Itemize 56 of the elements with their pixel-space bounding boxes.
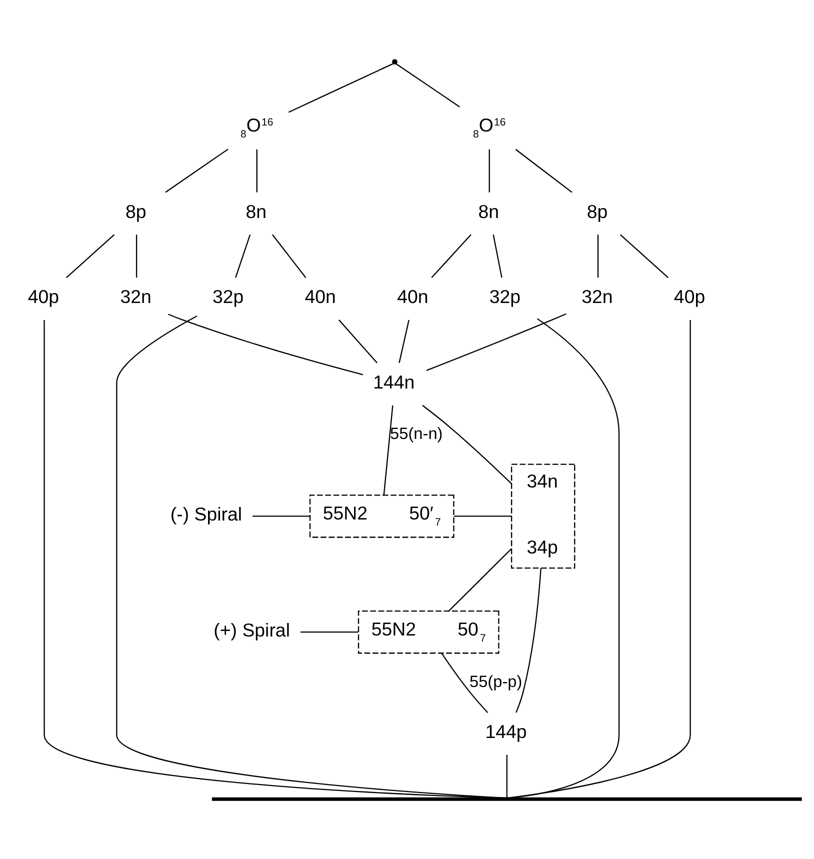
connector	[515, 148, 572, 192]
node-text: 32n	[582, 286, 613, 307]
connector	[448, 548, 512, 611]
node-text: 40p	[28, 286, 60, 307]
connector	[66, 234, 115, 278]
connector	[516, 567, 542, 712]
connector	[168, 313, 364, 375]
connector	[44, 319, 507, 798]
node-box: 55N2 50′$_{7}$	[309, 494, 454, 538]
node-bar	[212, 796, 802, 800]
node-text: (+) Spiral	[214, 619, 290, 640]
connector	[506, 319, 691, 798]
connector	[506, 754, 508, 798]
connector	[256, 148, 258, 192]
connector	[441, 652, 488, 713]
connector	[492, 234, 502, 278]
node-box: 34n 34p	[510, 463, 576, 568]
connector	[136, 234, 138, 278]
node-text: 40n	[397, 286, 428, 307]
connector	[426, 312, 566, 370]
node-box: 55N2 50$_{7}$	[358, 610, 500, 654]
node-text: 32n	[120, 286, 152, 307]
node-text: $_{8}$O$^{16}$	[240, 114, 274, 140]
edge-label: 55(p-p)	[470, 672, 522, 691]
node-text: 40p	[674, 286, 706, 307]
connector	[597, 234, 599, 278]
node-text: 8n	[246, 200, 267, 222]
edge-label: 55(n-n)	[390, 424, 443, 443]
node-text: 32p	[212, 286, 244, 307]
node-text: 40n	[304, 286, 336, 307]
connector	[300, 631, 358, 632]
connector	[422, 404, 512, 484]
connector	[506, 318, 620, 798]
connector	[398, 319, 410, 363]
connector	[395, 62, 460, 107]
connector	[165, 148, 228, 192]
connector	[338, 319, 378, 363]
connector	[454, 515, 512, 516]
connector	[252, 515, 310, 516]
node-text: 32p	[489, 286, 521, 307]
node-text: $_{8}$O$^{16}$	[473, 114, 506, 140]
node-text: 8n	[478, 200, 500, 222]
node-text: 144n	[373, 370, 415, 392]
connector	[620, 234, 669, 278]
node-text: (-) Spiral	[170, 503, 242, 524]
node-text: 8p	[586, 200, 608, 222]
connector	[488, 148, 490, 192]
node-text: 144p	[485, 720, 527, 742]
node-text: 8p	[125, 200, 146, 222]
connector	[383, 404, 394, 494]
connector	[272, 234, 306, 278]
connector	[288, 62, 394, 112]
connector	[431, 234, 472, 278]
connector	[235, 234, 251, 278]
node-point	[392, 58, 398, 64]
connector	[116, 314, 507, 798]
